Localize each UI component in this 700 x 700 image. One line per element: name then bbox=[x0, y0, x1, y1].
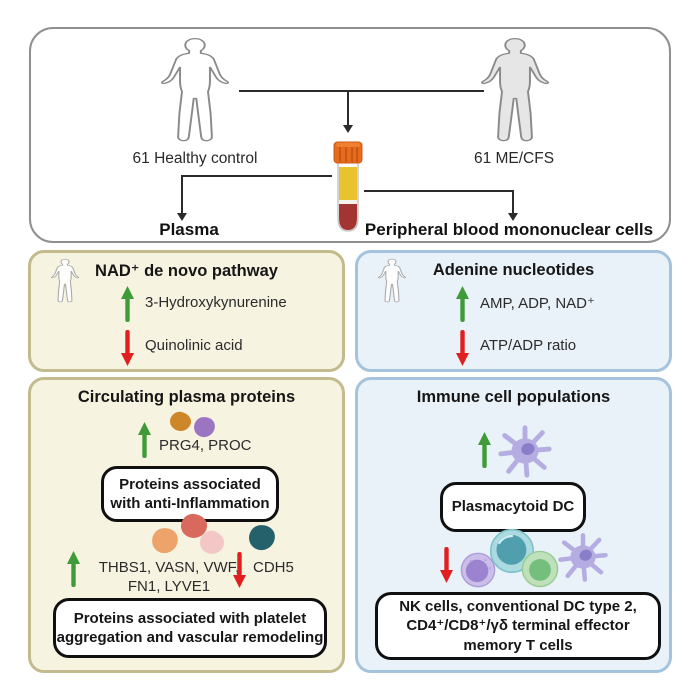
decrease-arrow-icon bbox=[440, 547, 453, 583]
blood-tube-icon bbox=[333, 141, 363, 232]
pbmc-branch-drop bbox=[512, 190, 514, 213]
proteins-increased-1: PRG4, PROC bbox=[159, 437, 252, 454]
nad-decreased-metabolite: Quinolinic acid bbox=[145, 337, 243, 354]
mecfs-person-icon bbox=[481, 37, 549, 142]
increase-arrow-icon bbox=[456, 286, 469, 322]
healthy-count-label: 61 Healthy control bbox=[132, 150, 258, 167]
decrease-arrow-icon bbox=[456, 330, 469, 366]
increase-arrow-icon bbox=[478, 432, 491, 468]
plasmacytoid-dc-box: Plasmacytoid DC bbox=[440, 482, 586, 532]
protein-blob-ochre-icon bbox=[168, 409, 193, 434]
decrease-arrow-icon bbox=[233, 552, 246, 588]
adenine-decreased-metabolite: ATP/ADP ratio bbox=[480, 337, 577, 354]
adenine-nucleotides-panel: Adenine nucleotides AMP, ADP, NAD⁺ ATP/A… bbox=[355, 250, 672, 372]
plasma-proteins-panel: Circulating plasma proteins PRG4, PROC P… bbox=[28, 377, 345, 673]
proteins-panel-title: Circulating plasma proteins bbox=[77, 388, 296, 406]
anti-inflammation-box: Proteins associated with anti-Inflammati… bbox=[101, 466, 279, 522]
plasma-branch-drop bbox=[181, 175, 183, 213]
protein-blob-teal-icon bbox=[247, 523, 277, 552]
cohort-connector-line bbox=[239, 90, 484, 92]
increase-arrow-icon bbox=[138, 422, 151, 458]
proteins-increased-2: THBS1, VASN, VWF, FN1, LYVE1 bbox=[86, 558, 252, 596]
decreased-populations-box: NK cells, conventional DC type 2, CD4⁺/C… bbox=[375, 592, 661, 660]
increase-arrow-icon bbox=[67, 551, 80, 587]
platelet-box-line2: aggregation and vascular remodeling bbox=[56, 629, 324, 646]
platelet-aggregation-box: Proteins associated with platelet aggreg… bbox=[53, 598, 327, 658]
protein-blob-salmon-icon bbox=[149, 525, 181, 556]
dendritic-cell-icon bbox=[556, 530, 610, 584]
proteins-decreased: CDH5 bbox=[253, 559, 294, 576]
protein-blob-purple-icon bbox=[192, 415, 217, 439]
healthy-person-icon bbox=[161, 37, 229, 142]
immune-panel-title: Immune cell populations bbox=[416, 388, 611, 406]
nad-increased-metabolite: 3-Hydroxykynurenine bbox=[145, 294, 287, 311]
mecfs-count-label: 61 ME/CFS bbox=[473, 150, 555, 167]
increase-arrow-icon bbox=[121, 286, 134, 322]
plasmacytoid-dc-label: Plasmacytoid DC bbox=[451, 498, 575, 516]
pbmc-arrowhead-icon bbox=[508, 213, 518, 221]
nad-pathway-panel: NAD⁺ de novo pathway 3-Hydroxykynurenine… bbox=[28, 250, 345, 372]
decreased-populations-line1: NK cells, conventional DC type 2, bbox=[399, 597, 637, 615]
t-cell-icon bbox=[521, 550, 559, 588]
proteins-increased-2-line1: THBS1, VASN, VWF, bbox=[98, 559, 240, 576]
plasma-arrowhead-icon bbox=[177, 213, 187, 221]
decrease-arrow-icon bbox=[121, 330, 134, 366]
anti-inflammation-line1: Proteins associated bbox=[119, 475, 261, 493]
plasma-label: Plasma bbox=[159, 220, 219, 239]
pbmc-branch-line bbox=[364, 190, 514, 192]
anti-inflammation-line2: with anti-Inflammation bbox=[110, 495, 270, 512]
nk-cell-icon bbox=[460, 552, 496, 588]
decreased-populations-line3: memory T cells bbox=[463, 636, 573, 654]
pbmc-label: Peripheral blood mononuclear cells bbox=[364, 220, 654, 239]
tube-drop-line bbox=[347, 90, 349, 125]
adenine-panel-title: Adenine nucleotides bbox=[432, 261, 595, 279]
adenine-increased-metabolites: AMP, ADP, NAD⁺ bbox=[480, 295, 595, 312]
immune-cells-panel: Immune cell populations Plasmacytoid DC bbox=[355, 377, 672, 673]
tube-arrowhead-icon bbox=[343, 125, 353, 133]
conventional-dc2-cell-icon bbox=[489, 528, 535, 574]
cohort-panel: 61 Healthy control 61 ME/CFS Plasma Peri… bbox=[29, 27, 671, 243]
proteins-increased-2-line2: FN1, LYVE1 bbox=[127, 578, 211, 595]
decreased-populations-line2: CD4⁺/CD8⁺/γδ terminal effector bbox=[406, 617, 630, 635]
plasmacytoid-dc-cell-icon bbox=[496, 422, 554, 480]
platelet-box-line1: Proteins associated with platelet bbox=[73, 609, 307, 627]
nad-panel-title: NAD⁺ de novo pathway bbox=[95, 262, 278, 280]
plasma-branch-line bbox=[181, 175, 332, 177]
